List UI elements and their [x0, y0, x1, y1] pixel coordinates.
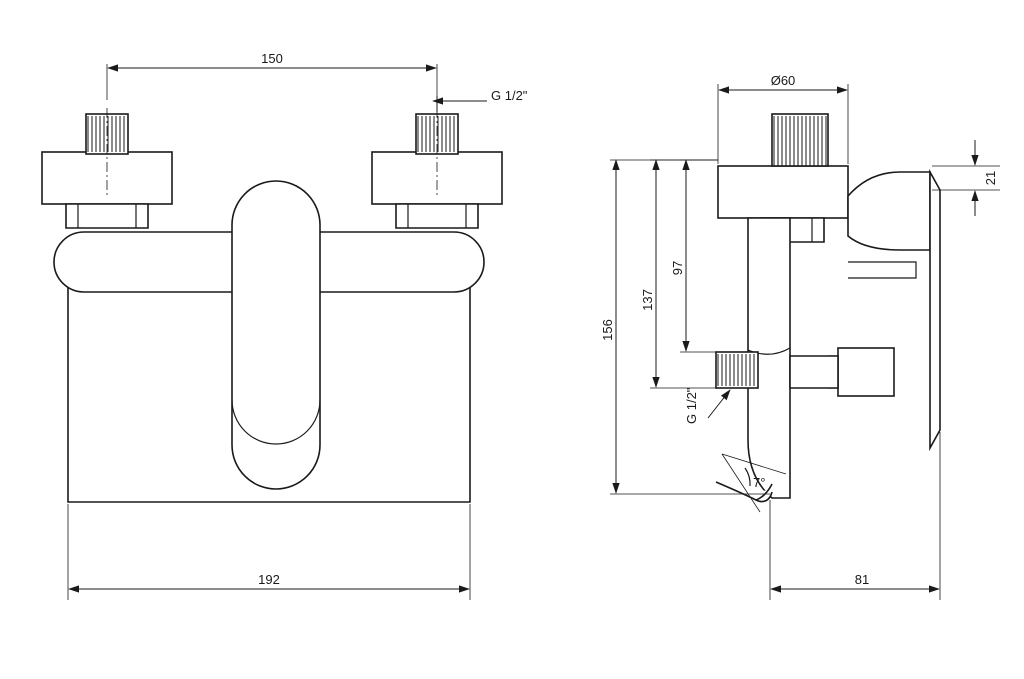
dim-front-thread-label: G 1/2" — [491, 88, 528, 103]
dim-21: 21 — [932, 140, 1000, 216]
side-outlet-boss — [789, 347, 895, 397]
side-spout — [715, 481, 773, 503]
side-outlet-thread-hatching — [717, 354, 755, 386]
side-lever — [847, 168, 941, 452]
side-body — [747, 217, 791, 499]
dim-angle-7-label: 7° — [753, 475, 765, 490]
dim-137-label: 137 — [640, 289, 655, 311]
dim-97: 97 — [670, 159, 718, 353]
dim-156-label: 156 — [600, 319, 615, 341]
dim-angle-7: 7° — [721, 453, 787, 513]
dim-156: 156 — [600, 159, 770, 495]
dim-150: 150 — [106, 51, 438, 100]
dim-front-thread: G 1/2" — [432, 88, 528, 112]
side-view: Ø60 21 97 137 — [600, 73, 1000, 600]
front-oval-handle — [231, 180, 321, 490]
front-right-inlet — [371, 113, 503, 229]
dim-81-label: 81 — [855, 572, 869, 587]
side-flange — [717, 113, 849, 243]
dim-side-thread: G 1/2" — [684, 387, 731, 424]
front-view: 150 G 1/2" 192 — [41, 51, 528, 600]
left-thread-hatching — [87, 116, 125, 152]
dim-d60: Ø60 — [717, 73, 849, 164]
front-left-inlet — [41, 113, 173, 229]
dim-21-label: 21 — [983, 171, 998, 185]
right-thread-hatching — [417, 116, 455, 152]
dim-side-thread-label: G 1/2" — [684, 387, 699, 424]
dim-150-label: 150 — [261, 51, 283, 66]
side-thread-hatching — [773, 116, 827, 166]
dim-97-label: 97 — [670, 261, 685, 275]
dim-192: 192 — [67, 504, 471, 600]
dim-81: 81 — [769, 432, 941, 600]
side-outlet-thread — [715, 351, 759, 389]
dim-192-label: 192 — [258, 572, 280, 587]
dim-d60-label: Ø60 — [771, 73, 796, 88]
